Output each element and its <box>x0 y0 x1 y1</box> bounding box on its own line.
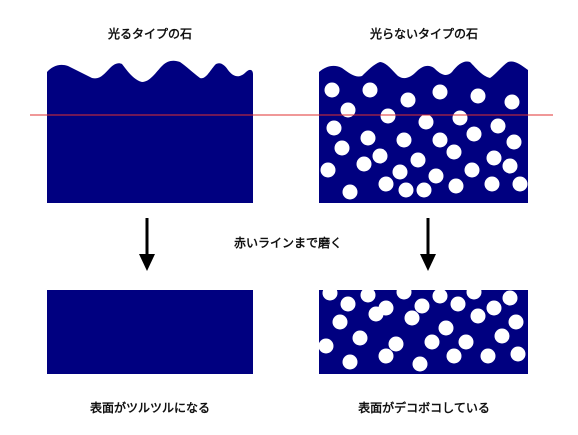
pore <box>458 334 474 350</box>
pore <box>470 88 486 104</box>
shiny-stone-before <box>47 60 253 203</box>
pore <box>486 150 502 166</box>
pore <box>326 120 342 136</box>
dull-stone-after-pores <box>318 284 526 372</box>
pore <box>452 110 468 126</box>
pore <box>332 314 348 330</box>
dull-stone-before-pores <box>320 82 528 200</box>
pore <box>360 287 376 303</box>
pore <box>446 348 462 364</box>
pore <box>446 144 462 160</box>
dull-result-label: 表面がデコボコしている <box>357 400 490 415</box>
pore <box>322 285 338 301</box>
pore <box>392 164 408 180</box>
pore <box>368 306 384 322</box>
pore <box>396 132 412 148</box>
pore <box>398 182 414 198</box>
pore <box>320 162 336 178</box>
pore <box>410 152 426 168</box>
pore <box>508 314 524 330</box>
pore <box>412 356 428 372</box>
right-down-arrow <box>420 218 436 271</box>
pore <box>470 308 486 324</box>
pore <box>416 182 432 198</box>
pore <box>340 296 356 312</box>
pore <box>334 140 350 156</box>
pore <box>424 334 440 350</box>
pore <box>506 134 522 150</box>
pore <box>372 148 388 164</box>
pore <box>494 328 510 344</box>
pore <box>448 178 464 194</box>
pore <box>404 310 420 326</box>
pore <box>318 338 334 354</box>
pore <box>502 290 518 306</box>
pore <box>414 298 430 314</box>
pore <box>428 168 444 184</box>
pore <box>510 346 526 362</box>
pore <box>356 156 372 172</box>
process-label: 赤いラインまで磨く <box>234 235 342 250</box>
pore <box>418 114 434 130</box>
pore <box>324 82 340 98</box>
pore <box>502 158 518 174</box>
pore <box>400 92 416 108</box>
pore <box>512 176 528 192</box>
pore <box>466 126 482 142</box>
pore <box>450 296 466 312</box>
pore <box>388 336 404 352</box>
dull-stone-title: 光らないタイプの石 <box>369 26 478 41</box>
pore <box>360 130 376 146</box>
pore <box>504 94 520 110</box>
pore <box>484 176 500 192</box>
pore <box>352 330 368 346</box>
pore <box>432 84 448 100</box>
pore <box>342 354 358 370</box>
shiny-result-label: 表面がツルツルになる <box>89 400 210 415</box>
pore <box>480 348 496 364</box>
pore <box>340 102 356 118</box>
left-down-arrow <box>139 218 155 271</box>
pore <box>438 320 454 336</box>
pore <box>378 176 394 192</box>
pore <box>466 284 482 300</box>
pore <box>490 118 506 134</box>
pore <box>380 108 396 124</box>
pore <box>432 132 448 148</box>
pore <box>396 284 412 300</box>
pore <box>486 300 502 316</box>
shiny-stone-title: 光るタイプの石 <box>107 26 192 41</box>
pore <box>362 82 378 98</box>
pore <box>342 184 358 200</box>
pore <box>464 162 480 178</box>
pore <box>432 288 448 304</box>
pore <box>378 348 394 364</box>
shiny-stone-after <box>47 290 253 374</box>
